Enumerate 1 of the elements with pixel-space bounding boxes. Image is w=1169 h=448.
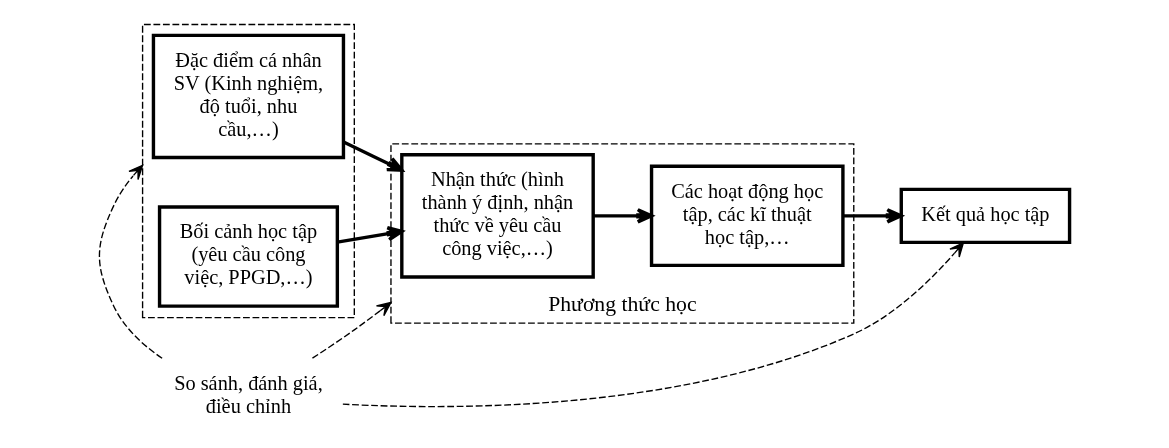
node-text: So sánh, đánh giá, điều chỉnh [174,371,323,417]
